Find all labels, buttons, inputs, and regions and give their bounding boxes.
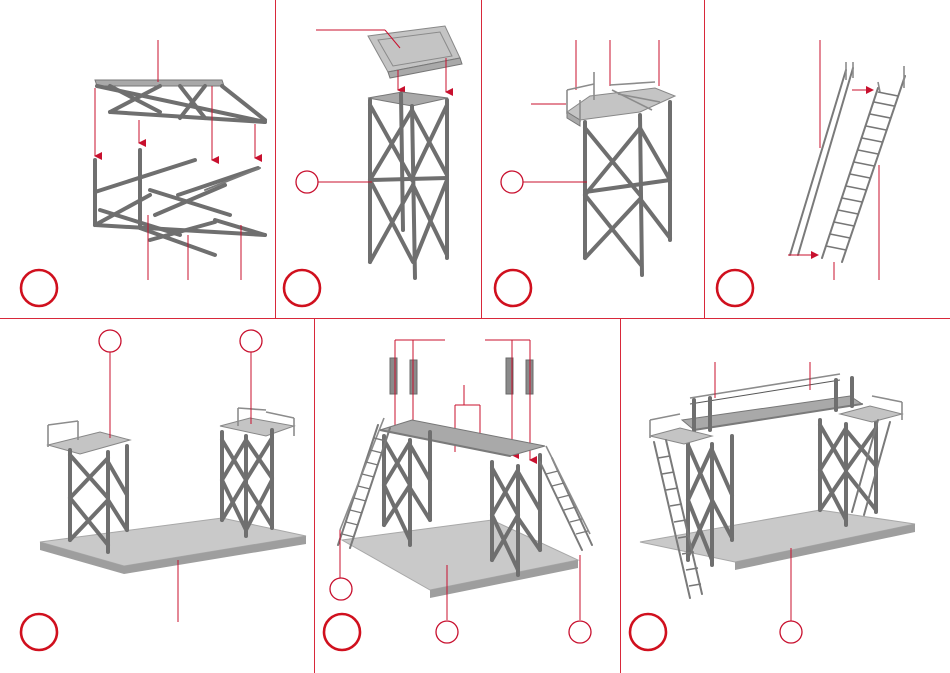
- tower-part: [368, 92, 448, 278]
- panel-3-tower-platform: [495, 40, 675, 306]
- step-3-marker: [495, 270, 531, 306]
- panel-5-towers-on-base: [21, 330, 306, 650]
- step-5-marker: [21, 614, 57, 650]
- base-plate: [342, 520, 578, 598]
- base-plate: [40, 518, 306, 574]
- top-truss-part: [95, 80, 265, 122]
- callout-marker: [436, 621, 458, 643]
- panel-7-completed-model: [630, 362, 915, 650]
- stair-part: [822, 66, 905, 262]
- callout-marker: [501, 171, 523, 193]
- lower-frame-part: [95, 150, 265, 255]
- callout-marker: [296, 171, 318, 193]
- callout-marker: [330, 578, 352, 600]
- overhead-wire: [690, 374, 840, 404]
- panel-1-frame-assembly: [21, 40, 265, 306]
- right-staircase: [540, 446, 592, 550]
- step-1-marker: [21, 270, 57, 306]
- step-7-marker: [630, 614, 666, 650]
- callout-marker: [240, 330, 262, 352]
- right-tower: [220, 408, 294, 536]
- roof-plate-part: [368, 26, 462, 78]
- step-4-marker: [717, 270, 753, 306]
- panel-2-tower-roof: [284, 26, 462, 306]
- tower-part: [585, 102, 670, 275]
- panel-4-staircase: [717, 40, 905, 306]
- step-2-marker: [284, 270, 320, 306]
- railing-part: [790, 62, 853, 255]
- left-tower: [384, 432, 430, 545]
- callout-marker: [780, 621, 802, 643]
- panel-6-bridge-stairs: [324, 340, 592, 650]
- callout-marker: [569, 621, 591, 643]
- callout-marker: [99, 330, 121, 352]
- step-6-marker: [324, 614, 360, 650]
- right-tower: [820, 418, 876, 525]
